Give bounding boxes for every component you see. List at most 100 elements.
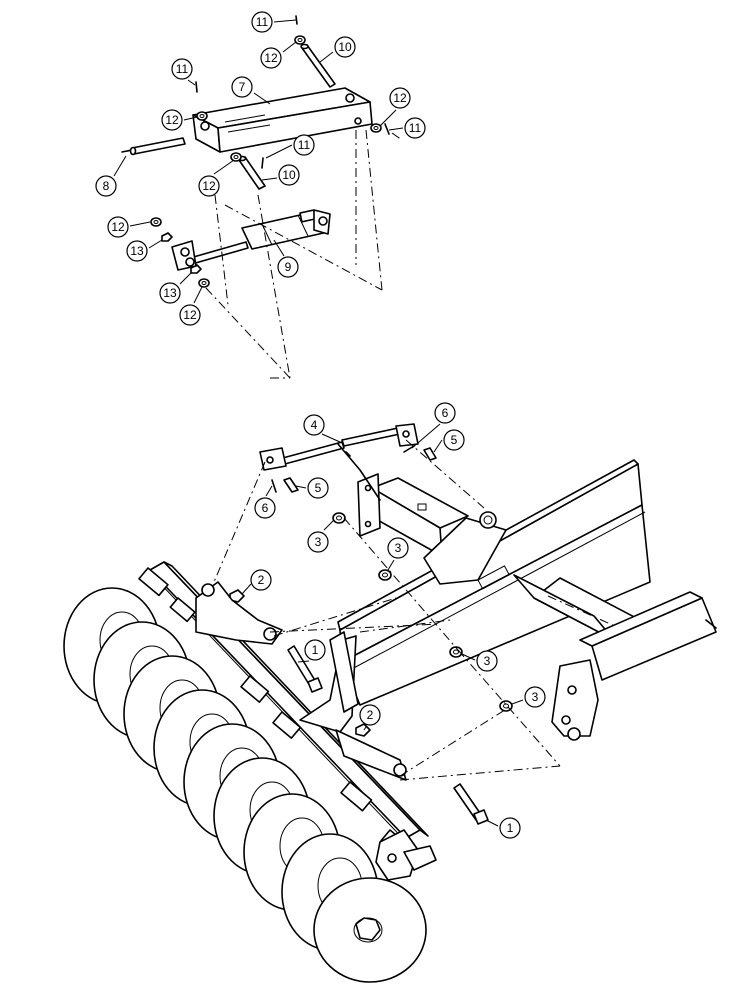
callout-circle [389, 87, 411, 109]
callout-leader [295, 485, 307, 489]
washers-lower [332, 512, 513, 712]
callout-number: 12 [165, 113, 179, 127]
callout-circle [260, 47, 282, 69]
callout-7: 7 [231, 76, 271, 105]
callout-6: 6 [411, 402, 456, 449]
callout-12: 12 [379, 87, 411, 127]
pin-lower [237, 155, 266, 190]
callout-circle [171, 58, 193, 80]
callout-number: 13 [130, 244, 144, 258]
callout-leader [323, 519, 335, 531]
callout-leader [183, 116, 198, 121]
callout-leader [433, 439, 443, 453]
callout-number: 3 [315, 535, 322, 549]
callout-number: 12 [183, 308, 197, 322]
callout-number: 3 [395, 541, 402, 555]
callout-13: 13 [126, 239, 163, 262]
callout-circle [277, 256, 299, 278]
callout-leader [273, 239, 285, 257]
callout-1: 1 [485, 817, 521, 839]
upper-subassembly [121, 15, 403, 379]
callout-leader [129, 221, 151, 227]
callout-circle [159, 282, 181, 304]
callout-circle [161, 109, 183, 131]
right-frame-arm [579, 591, 717, 681]
callout-number: 3 [532, 690, 539, 704]
callout-number: 9 [285, 260, 292, 274]
callout-leader [179, 271, 193, 285]
beam-front-plate [329, 631, 359, 713]
callout-leader [511, 699, 524, 705]
callout-number: 7 [239, 80, 246, 94]
callout-leader [113, 155, 127, 177]
callout-leader [297, 660, 310, 663]
callout-leader [379, 109, 397, 127]
callout-leader [265, 485, 273, 497]
callout-circle [359, 704, 381, 726]
callout-leader [321, 433, 341, 443]
lift-arm-bracket [192, 87, 373, 153]
callout-12: 12 [179, 286, 203, 326]
callout-11: 11 [251, 11, 297, 33]
bolt-lower [453, 783, 489, 825]
callout-circle [476, 650, 498, 672]
cotter-pin-2 [195, 81, 198, 93]
callout-number: 8 [103, 179, 110, 193]
callout-leader [273, 19, 297, 23]
callout-6: 6 [254, 485, 276, 519]
callout-number: 10 [282, 168, 296, 182]
callout-number: 2 [367, 708, 374, 722]
callout-12: 12 [161, 109, 198, 131]
callout-number: 2 [258, 573, 265, 587]
callout-circle [126, 240, 148, 262]
callout-circle [434, 402, 456, 424]
gang-hanger-left [195, 581, 283, 645]
callout-circle [254, 497, 276, 519]
callout-leader [241, 583, 252, 595]
callout-number: 1 [507, 821, 514, 835]
callout-11: 11 [171, 58, 196, 86]
callout-10: 10 [261, 164, 300, 186]
callout-number: 11 [298, 138, 311, 152]
callout-circle [307, 531, 329, 553]
callout-circle [303, 414, 325, 436]
callout-3: 3 [461, 650, 498, 672]
callout-number: 11 [409, 121, 422, 135]
nuts-lower [229, 589, 371, 737]
lower-assembly [63, 423, 717, 983]
callout-leader [363, 726, 367, 731]
gang-end [375, 829, 437, 881]
cotter-pin-4 [261, 157, 264, 169]
callout-circle [293, 134, 315, 156]
callout-circle [179, 304, 201, 326]
lower-leader-lines [213, 439, 561, 781]
callout-number: 12 [264, 51, 278, 65]
pin-upper [300, 43, 336, 88]
disc-blades [63, 587, 427, 983]
callout-8: 8 [95, 155, 127, 197]
callout-circle [107, 216, 129, 238]
callout-leader [282, 41, 297, 53]
callout-number: 4 [311, 418, 318, 432]
callout-number: 6 [442, 406, 449, 420]
callout-leader [187, 79, 196, 86]
callout-3: 3 [307, 519, 335, 553]
washers-upper [150, 35, 382, 288]
upper-leader-lines [205, 129, 403, 379]
callout-3: 3 [387, 537, 409, 571]
callout-number: 11 [256, 15, 269, 29]
callout-1: 1 [297, 639, 326, 663]
callout-10: 10 [319, 36, 356, 63]
callout-number: 6 [262, 501, 269, 515]
callout-11: 11 [388, 117, 426, 139]
rear-cross-tube [513, 574, 641, 641]
callout-2: 2 [241, 569, 272, 595]
callout-leader [461, 653, 476, 661]
callout-circle [231, 76, 253, 98]
callout-number: 12 [202, 179, 216, 193]
callout-circle [198, 175, 220, 197]
callout-circle [251, 11, 273, 33]
cotter-pin-3 [384, 123, 390, 135]
callout-9: 9 [273, 239, 299, 278]
